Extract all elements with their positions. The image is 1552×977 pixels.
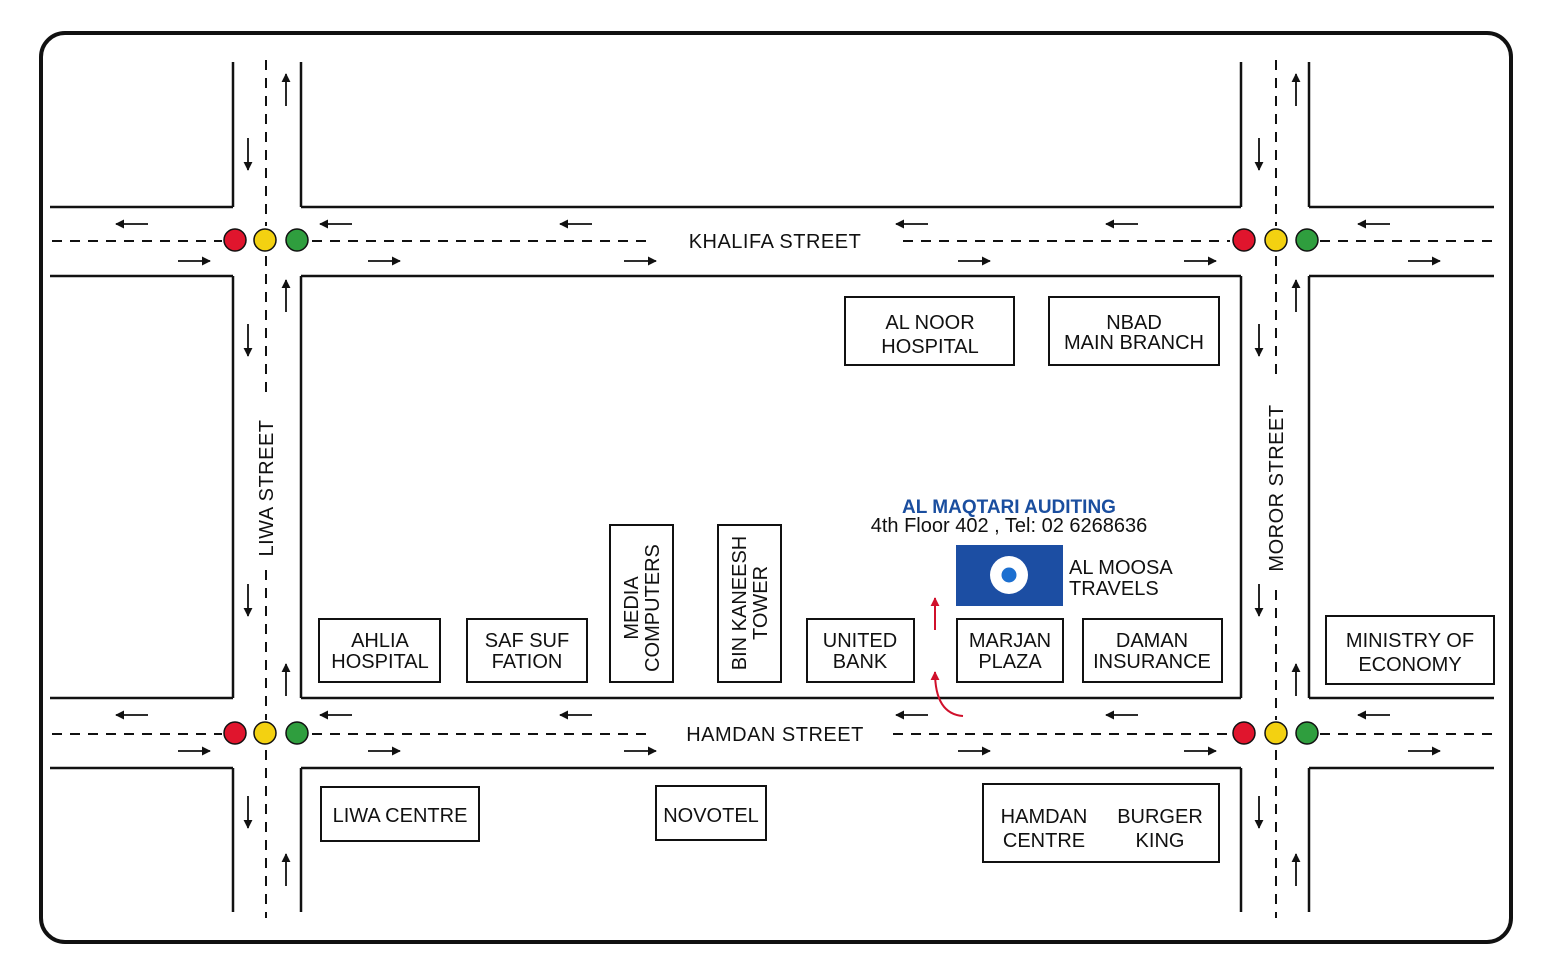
building-hamdan-centre-burger-king: HAMDAN CENTRE BURGER KING [982,783,1220,863]
svg-text:CENTRE: CENTRE [1003,830,1085,852]
svg-text:MINISTRY OF: MINISTRY OF [1346,630,1474,652]
road-edges [50,62,1494,912]
destination-name: AL MAQTARI AUDITING [902,497,1116,518]
traffic-light-icon [223,721,309,745]
svg-text:HOSPITAL: HOSPITAL [331,651,428,673]
traffic-light-icon [1232,721,1319,745]
svg-text:INSURANCE: INSURANCE [1093,651,1211,673]
route-arrow-icon [930,597,964,717]
svg-text:AL NOOR: AL NOOR [885,312,974,334]
traffic-light-icon [223,228,309,252]
street-label-khalifa: KHALIFA STREET [689,231,862,253]
building-nbad-main-branch: NBAD MAIN BRANCH [1048,296,1220,366]
building-marjan-plaza: MARJAN PLAZA [956,618,1064,683]
svg-text:COMPUTERS: COMPUTERS [642,544,664,672]
street-label-liwa: LIWA STREET [256,419,278,556]
building-al-noor-hospital: AL NOOR HOSPITAL [844,296,1015,366]
destination-details: 4th Floor 402 , Tel: 02 6268636 [871,515,1148,537]
destination-building-label-line1: AL MOOSA [1069,557,1173,579]
svg-text:NBAD: NBAD [1106,312,1162,334]
direction-arrows [115,73,1441,886]
svg-text:DAMAN: DAMAN [1116,630,1188,652]
building-ministry-of-economy: MINISTRY OF ECONOMY [1325,615,1495,685]
building-media-computers: MEDIA COMPUTERS [609,524,674,683]
building-novotel: NOVOTEL [655,785,767,841]
svg-text:LIWA CENTRE: LIWA CENTRE [333,805,468,827]
location-marker-dot [1001,567,1017,583]
svg-text:PLAZA: PLAZA [978,651,1042,673]
svg-text:BURGER: BURGER [1117,806,1203,828]
svg-text:NOVOTEL: NOVOTEL [663,805,759,827]
building-bin-kaneesh-tower: BIN KANEESH TOWER [717,524,782,683]
traffic-light-icon [1232,228,1319,252]
building-united-bank: UNITED BANK [806,618,915,683]
svg-text:UNITED: UNITED [823,630,897,652]
lane-dividers [52,60,1498,918]
street-label-hamdan: HAMDAN STREET [686,724,864,746]
svg-text:AHLIA: AHLIA [351,630,409,652]
svg-text:BIN KANEESH: BIN KANEESH [729,536,751,670]
building-daman-insurance: DAMAN INSURANCE [1082,618,1223,683]
svg-text:TOWER: TOWER [750,566,772,640]
svg-text:SAF SUF: SAF SUF [485,630,569,652]
building-ahlia-hospital: AHLIA HOSPITAL [318,618,441,683]
svg-text:FATION: FATION [492,651,563,673]
svg-text:BANK: BANK [833,651,888,673]
street-label-moror: MOROR STREET [1266,404,1288,571]
svg-text:HOSPITAL: HOSPITAL [881,336,978,358]
svg-text:ECONOMY: ECONOMY [1358,654,1461,676]
building-liwa-centre: LIWA CENTRE [320,786,480,842]
map-frame [39,31,1513,944]
svg-text:KING: KING [1136,830,1185,852]
building-saf-suf-fation: SAF SUF FATION [466,618,588,683]
svg-text:HAMDAN: HAMDAN [1001,806,1088,828]
svg-text:MEDIA: MEDIA [621,576,643,640]
svg-text:MAIN BRANCH: MAIN BRANCH [1064,332,1204,354]
destination-building-label-line2: TRAVELS [1069,578,1159,600]
svg-text:MARJAN: MARJAN [969,630,1051,652]
